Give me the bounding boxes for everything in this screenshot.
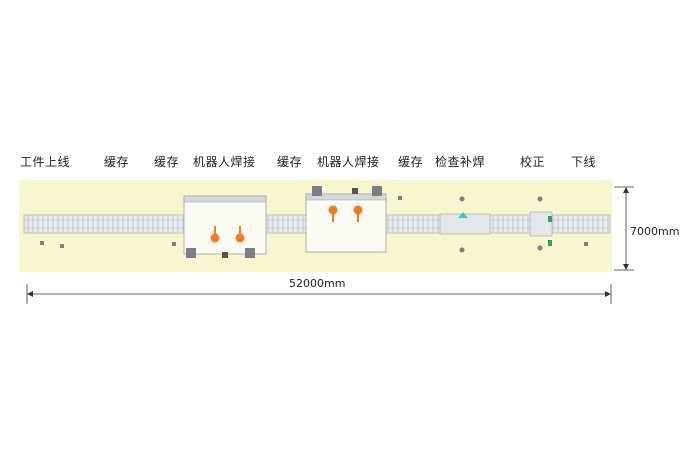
marker-icon xyxy=(458,212,468,218)
station-label-loading: 工件上线 xyxy=(20,155,71,169)
inspection-station xyxy=(439,196,491,253)
robot-cell-1 xyxy=(183,195,267,258)
length-dimension-label: 52000mm xyxy=(289,277,346,290)
station-label-buffer-4: 缓存 xyxy=(398,155,424,169)
equipment-marks xyxy=(40,196,588,248)
station-label-robot-weld-2: 机器人焊接 xyxy=(317,155,380,169)
correction-station xyxy=(529,196,553,251)
station-label-robot-weld-1: 机器人焊接 xyxy=(193,155,256,169)
station-label-buffer-3: 缓存 xyxy=(277,155,303,169)
height-dimension-label: 7000mm xyxy=(630,225,680,238)
height-dimension xyxy=(614,186,634,271)
station-label-inspection: 检查补焊 xyxy=(435,155,486,169)
station-label-unloading: 下线 xyxy=(571,155,597,169)
robot-cell-2 xyxy=(305,186,387,253)
station-label-buffer-2: 缓存 xyxy=(154,155,180,169)
length-dimension xyxy=(26,284,612,304)
station-label-correction: 校正 xyxy=(520,155,546,169)
station-label-buffer-1: 缓存 xyxy=(104,155,130,169)
